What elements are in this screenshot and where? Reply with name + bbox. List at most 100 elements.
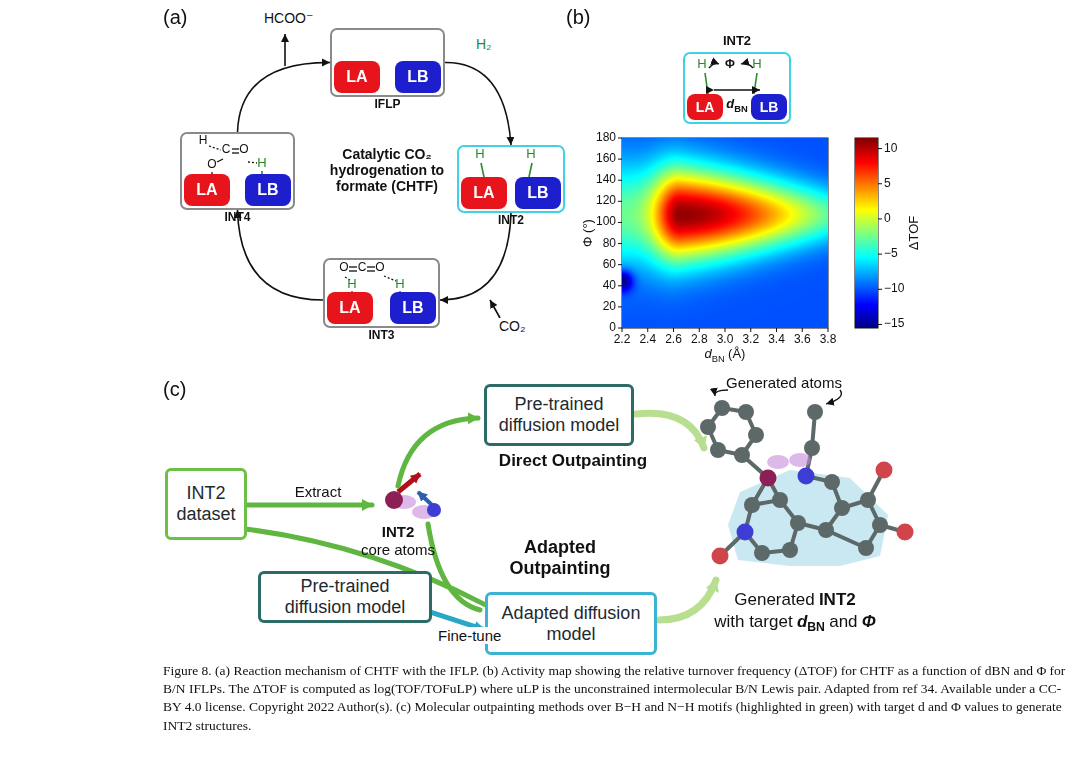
- drawing-part: [705, 73, 708, 94]
- core-atoms: [385, 474, 441, 519]
- label-text: H: [395, 277, 404, 292]
- process-box: INT2 dataset: [165, 468, 247, 540]
- label-text: 3.8: [820, 333, 837, 347]
- label-text: core atoms: [361, 541, 435, 558]
- workflow-arrows: [247, 413, 716, 620]
- drawing-part: [398, 418, 478, 486]
- label-text: Φ (°): [581, 219, 596, 247]
- drawing-part: [418, 492, 432, 505]
- text-line: dBN: [726, 97, 747, 114]
- figure-caption: Figure 8. (a) Reaction mechanism of CHTF…: [163, 662, 1068, 735]
- atom: [872, 517, 888, 533]
- node-label: LB: [402, 299, 423, 317]
- label-text: (a): [163, 6, 187, 29]
- text-line: with targetdBNandΦ: [714, 612, 876, 634]
- label-text: 3.4: [768, 333, 785, 347]
- drawing-part: [709, 64, 719, 69]
- atom: [798, 468, 815, 485]
- label-text: 140: [596, 173, 616, 187]
- label-text: BN: [734, 104, 748, 114]
- atom: [760, 470, 777, 487]
- label-text: O: [207, 158, 216, 172]
- edge-label: H₂: [474, 36, 494, 52]
- lewis-acid: LA: [334, 61, 380, 93]
- tick: [828, 328, 829, 332]
- connector: [238, 62, 331, 132]
- label-text: (Å): [728, 346, 745, 361]
- node-label: LB: [407, 68, 428, 86]
- drawing-part: [284, 34, 286, 66]
- label-text: C: [358, 261, 367, 275]
- lewis-base: LB: [751, 94, 787, 120]
- atom: [754, 545, 770, 561]
- label-text: 3.2: [742, 333, 759, 347]
- label-text: 10: [884, 142, 897, 156]
- label-text: H: [257, 156, 266, 171]
- edge-label: HCOO⁻: [262, 10, 315, 26]
- node-label: LA: [346, 68, 367, 86]
- node-label: LA: [473, 184, 494, 202]
- atom: [748, 427, 764, 443]
- label-text: and: [829, 612, 857, 631]
- label-text: H: [347, 277, 356, 292]
- atom: [710, 442, 726, 458]
- label-text: −5: [884, 247, 898, 261]
- tick: [878, 148, 882, 149]
- node-label: LA: [339, 299, 360, 317]
- drawing-part: [636, 413, 704, 448]
- colorbar: [855, 138, 878, 328]
- n-h-motif: [789, 453, 811, 467]
- drawing-part: [427, 503, 441, 517]
- label-text: Catalytic CO₂ hydrogenation to formate (…: [323, 146, 451, 194]
- tick: [622, 328, 623, 332]
- tick: [878, 218, 882, 219]
- label-text: BN: [712, 354, 725, 364]
- atom: [858, 540, 874, 556]
- atom: [818, 522, 834, 538]
- label-text: H: [475, 147, 484, 162]
- label-text: C: [222, 143, 231, 157]
- axis-ticks: [618, 138, 882, 332]
- label-text: 20: [603, 300, 616, 314]
- drawing-part: [826, 390, 841, 404]
- atom: [824, 474, 840, 490]
- label-text: −15: [884, 318, 904, 332]
- lewis-base: LB: [515, 177, 561, 209]
- atom: [744, 497, 760, 513]
- tick: [725, 328, 726, 332]
- edge-label: Fine-tune: [436, 627, 503, 644]
- tick: [673, 328, 674, 332]
- label-text: Φ: [862, 612, 876, 631]
- drawing-part: [481, 163, 484, 177]
- drawing-part: [490, 300, 500, 318]
- label-text: 5: [884, 177, 891, 191]
- label-text: (b): [566, 6, 590, 29]
- label-text: 60: [603, 258, 616, 272]
- atom: [738, 404, 754, 420]
- highlight-region: [728, 470, 888, 566]
- tick: [776, 328, 777, 332]
- node-label: INT2: [498, 213, 524, 227]
- drawing-part: [384, 276, 396, 281]
- plot-frame: [622, 138, 828, 328]
- label-text: O: [375, 261, 384, 275]
- tick: [802, 328, 803, 332]
- atom: [807, 404, 823, 420]
- drawing-part: [714, 89, 760, 90]
- atom: [714, 400, 730, 416]
- drawing-part: [217, 159, 223, 162]
- label-text: INT2: [819, 590, 856, 609]
- label-text: Extract: [295, 483, 342, 500]
- label-text: 180: [596, 131, 616, 145]
- text-line: GeneratedINT2: [734, 590, 855, 610]
- label-text: BN: [807, 620, 825, 634]
- connector: [445, 62, 511, 145]
- label-text: 2.4: [639, 333, 656, 347]
- generated-molecule: [700, 400, 914, 565]
- node-label: LB: [527, 184, 548, 202]
- drawing-part: [715, 390, 728, 396]
- label-text: −10: [884, 282, 904, 296]
- lewis-acid: LA: [687, 94, 723, 120]
- node-label: LB: [257, 181, 278, 199]
